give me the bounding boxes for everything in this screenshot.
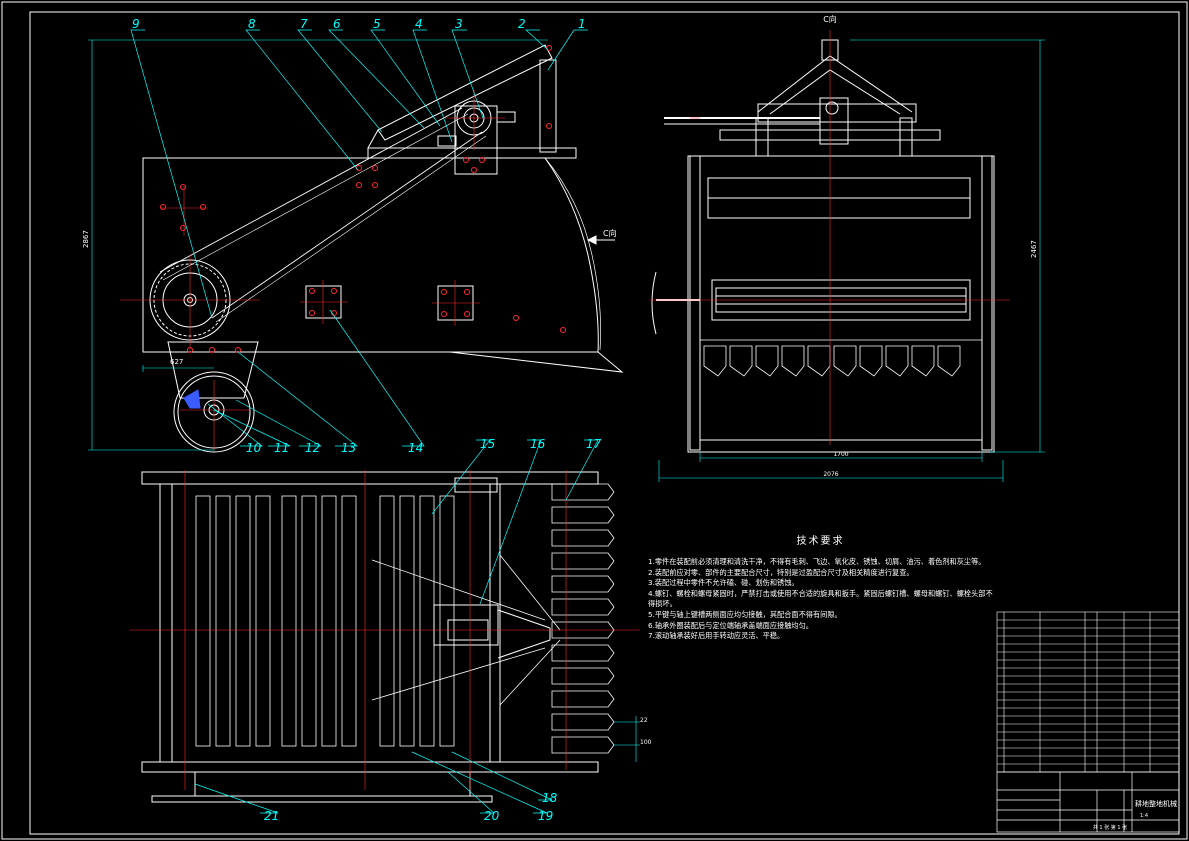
side-view-centerlines xyxy=(120,90,505,450)
part-number-3: 3 xyxy=(455,17,463,31)
end-height-value: 2467 xyxy=(1030,240,1038,258)
top-view-rollers xyxy=(195,495,455,747)
end-view-blades xyxy=(700,339,982,377)
wheel-offset-value: 627 xyxy=(170,358,183,366)
part-number-14: 14 xyxy=(408,441,423,455)
top-view-centerlines xyxy=(130,470,640,790)
part-number-15: 15 xyxy=(480,437,495,451)
scale-value: 1:4 xyxy=(1140,813,1148,819)
top-view-tines xyxy=(551,483,615,754)
part-number-4: 4 xyxy=(415,17,423,31)
technical-requirements: 技术要求 1.零件在装配前必须清理和清洗干净，不得有毛刺、飞边、氧化皮、锈蚀、切… xyxy=(648,532,993,642)
tech-requirement-5: 5.平键与轴上键槽两侧面应均匀接触，其配合面不得有间隙。 xyxy=(648,609,842,619)
end-view xyxy=(651,39,995,453)
c-view-arrow xyxy=(586,235,615,245)
tech-requirements-title: 技术要求 xyxy=(796,536,845,547)
tech-requirement-2: 2.装配前应对零、部件的主要配合尺寸，特别是过盈配合尺寸及相关精度进行复查。 xyxy=(648,567,914,577)
part-number-20: 20 xyxy=(484,809,500,823)
c-view-arrow-label: C向 xyxy=(603,228,617,238)
c-view-title: C向 xyxy=(823,14,837,24)
part-number-11: 11 xyxy=(274,441,289,455)
side-height-dimension xyxy=(88,39,548,451)
tine-dimension-a: 22 xyxy=(640,717,648,724)
side-height-value: 2867 xyxy=(82,230,90,248)
parts-list xyxy=(996,611,1180,773)
tine-dimension-b: 100 xyxy=(640,739,652,746)
part-number-10: 10 xyxy=(246,441,262,455)
tech-requirement-4: 4.螺钉、螺栓和螺母紧固时，严禁打击或使用不合适的旋具和扳手。紧固后螺钉槽、螺母… xyxy=(648,588,993,609)
part-numbers: 1 2 3 4 5 6 7 8 9 10 11 12 13 14 15 16 1… xyxy=(132,17,602,823)
tech-requirement-7: 7.滚动轴承装好后用手转动应灵活、平稳。 xyxy=(648,631,785,641)
side-view-bolts xyxy=(160,45,566,353)
part-number-8: 8 xyxy=(248,17,256,31)
tech-requirement-3: 3.装配过程中零件不允许磕、碰、划伤和锈蚀。 xyxy=(648,578,799,588)
side-view xyxy=(142,44,624,453)
inner-border xyxy=(29,11,1180,835)
end-view-dimensions xyxy=(658,39,1045,482)
part-number-17: 17 xyxy=(586,437,602,451)
end-inner-width-value: 1700 xyxy=(833,451,848,458)
part-number-21: 21 xyxy=(264,809,279,823)
drawing-title: 耕地整地机械 xyxy=(1135,799,1177,808)
end-view-centerlines xyxy=(650,30,1010,445)
part-number-7: 7 xyxy=(300,17,308,31)
part-number-13: 13 xyxy=(341,441,356,455)
tech-requirement-1: 1.零件在装配前必须清理和清洗干净，不得有毛刺、飞边、氧化皮、锈蚀、切屑、油污、… xyxy=(648,557,986,566)
part-leaders xyxy=(130,29,599,814)
part-number-18: 18 xyxy=(542,791,558,805)
part-number-5: 5 xyxy=(373,17,381,31)
part-number-9: 9 xyxy=(132,17,140,31)
part-number-2: 2 xyxy=(518,17,526,31)
end-outer-width-value: 2076 xyxy=(823,471,838,478)
sheet-label: 共 1 张 第 1 张 xyxy=(1093,824,1127,831)
tech-requirement-6: 6.轴承外圈装配后与定位端轴承盖端面应接触均匀。 xyxy=(648,620,813,630)
part-number-16: 16 xyxy=(530,437,546,451)
title-block xyxy=(996,771,1180,833)
tine-spacing-dimension xyxy=(614,716,640,762)
part-number-1: 1 xyxy=(578,17,586,31)
part-number-19: 19 xyxy=(538,809,553,823)
part-number-6: 6 xyxy=(333,17,341,31)
part-number-12: 12 xyxy=(305,441,320,455)
